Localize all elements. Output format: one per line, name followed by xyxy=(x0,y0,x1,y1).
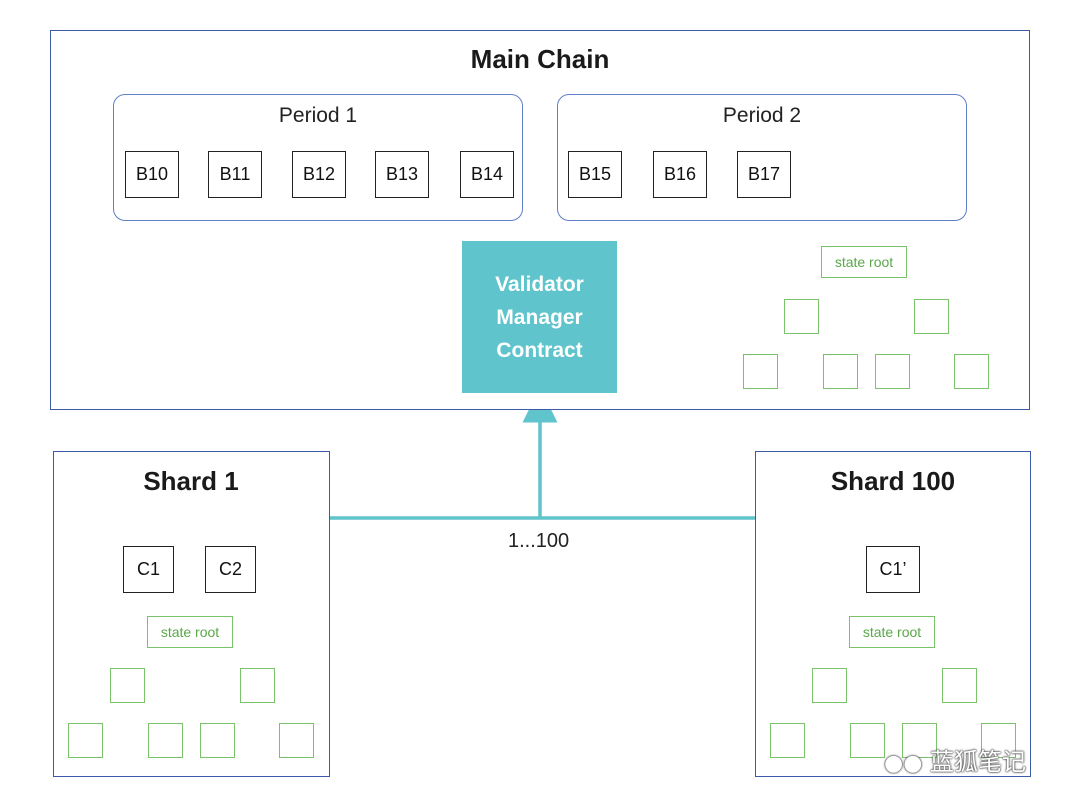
contract-line-1: Validator xyxy=(495,272,584,296)
shard-100-tree-node-l1b xyxy=(942,668,977,703)
main-tree-leaf-3 xyxy=(875,354,910,389)
main-tree-node-l1a xyxy=(784,299,819,334)
period-1-label: Period 1 xyxy=(278,104,358,127)
period-2-label: Period 2 xyxy=(722,104,802,127)
shard-100-panel xyxy=(755,451,1031,777)
shard-1-tree-leaf-4 xyxy=(279,723,314,758)
watermark: ●● 蓝狐笔记 xyxy=(884,742,1026,777)
shard-1-tree-leaf-1 xyxy=(68,723,103,758)
block-c1: C1 xyxy=(123,546,174,593)
block-b10: B10 xyxy=(125,151,179,198)
main-tree-leaf-1 xyxy=(743,354,778,389)
block-b13: B13 xyxy=(375,151,429,198)
shard-100-state-root: state root xyxy=(849,616,935,648)
period-1-box xyxy=(113,94,523,221)
shard-100-tree-leaf-1 xyxy=(770,723,805,758)
block-b15: B15 xyxy=(568,151,622,198)
main-chain-title: Main Chain xyxy=(470,44,610,74)
contract-line-3: Contract xyxy=(496,338,583,362)
block-b12: B12 xyxy=(292,151,346,198)
block-b17: B17 xyxy=(737,151,791,198)
shard-100-tree-leaf-2 xyxy=(850,723,885,758)
wechat-icon: ●● xyxy=(884,751,923,776)
shard-1-state-root: state root xyxy=(147,616,233,648)
shard-100-title: Shard 100 xyxy=(830,466,956,496)
shard-1-tree-node-l1a xyxy=(110,668,145,703)
shard-100-tree-leaf-3 xyxy=(902,723,937,758)
shard-1-tree-leaf-3 xyxy=(200,723,235,758)
period-2-box xyxy=(557,94,967,221)
shard-100-tree-leaf-4 xyxy=(981,723,1016,758)
main-tree-leaf-4 xyxy=(954,354,989,389)
block-b11: B11 xyxy=(208,151,262,198)
contract-line-2: Manager xyxy=(496,305,583,329)
block-b16: B16 xyxy=(653,151,707,198)
shard-1-panel xyxy=(53,451,330,777)
shard-1-title: Shard 1 xyxy=(143,466,239,496)
block-c1-prime: C1’ xyxy=(866,546,920,593)
main-state-root: state root xyxy=(821,246,907,278)
shard-1-tree-leaf-2 xyxy=(148,723,183,758)
block-b14: B14 xyxy=(460,151,514,198)
shard-100-tree-node-l1a xyxy=(812,668,847,703)
main-tree-leaf-2 xyxy=(823,354,858,389)
watermark-text: 蓝狐笔记 xyxy=(930,748,1027,776)
validator-manager-contract: Validator Manager Contract xyxy=(462,241,617,393)
shard-1-tree-node-l1b xyxy=(240,668,275,703)
block-c2: C2 xyxy=(205,546,256,593)
main-tree-node-l1b xyxy=(914,299,949,334)
shard-range-label: 1...100 xyxy=(508,530,570,552)
